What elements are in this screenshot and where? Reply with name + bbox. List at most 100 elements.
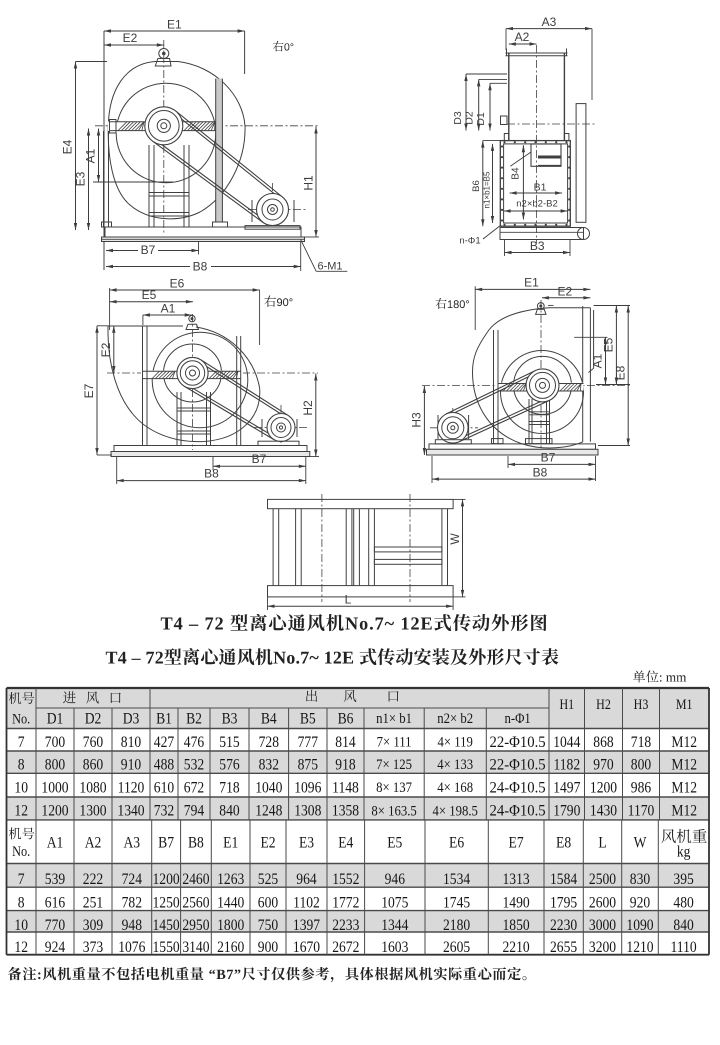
svg-text:E2: E2	[99, 342, 113, 357]
svg-text:E2: E2	[557, 284, 572, 298]
svg-text:576: 576	[219, 756, 239, 773]
svg-text:L: L	[598, 834, 606, 851]
svg-text:1170: 1170	[628, 803, 655, 820]
svg-text:E7: E7	[509, 834, 524, 851]
svg-text:D3: D3	[123, 710, 140, 727]
svg-text:7× 125: 7× 125	[376, 757, 412, 773]
svg-text:964: 964	[296, 871, 317, 888]
svg-text:24-Φ10.5: 24-Φ10.5	[490, 779, 546, 797]
svg-text:777: 777	[298, 734, 318, 751]
svg-text:910: 910	[121, 756, 141, 773]
svg-text:12: 12	[14, 939, 28, 956]
svg-text:1182: 1182	[553, 756, 580, 773]
svg-text:1584: 1584	[550, 871, 578, 888]
svg-text:1790: 1790	[553, 803, 580, 820]
svg-text:8: 8	[18, 756, 25, 773]
svg-text:1090: 1090	[626, 917, 653, 934]
svg-text:732: 732	[154, 803, 174, 820]
svg-text:1534: 1534	[443, 871, 471, 888]
svg-text:4× 198.5: 4× 198.5	[433, 803, 478, 819]
svg-text:700: 700	[45, 734, 65, 751]
svg-text:1120: 1120	[118, 779, 145, 796]
svg-text:W: W	[448, 533, 462, 545]
svg-text:532: 532	[184, 756, 204, 773]
svg-text:986: 986	[631, 779, 651, 796]
svg-text:900: 900	[258, 939, 278, 956]
svg-text:1248: 1248	[255, 803, 282, 820]
svg-text:840: 840	[673, 917, 693, 934]
svg-text:427: 427	[154, 734, 174, 751]
svg-text:610: 610	[154, 779, 174, 796]
svg-text:373: 373	[83, 939, 103, 956]
svg-text:B2: B2	[186, 710, 202, 727]
svg-text:B4: B4	[261, 710, 277, 727]
svg-text:4× 168: 4× 168	[437, 780, 473, 796]
svg-text:L: L	[345, 593, 352, 607]
svg-text:814: 814	[335, 734, 356, 751]
svg-text:D2: D2	[464, 111, 476, 125]
svg-text:A3: A3	[123, 834, 140, 851]
svg-text:M12: M12	[671, 734, 697, 751]
svg-text:1850: 1850	[503, 917, 530, 934]
svg-text:800: 800	[45, 756, 65, 773]
svg-text:918: 918	[335, 756, 355, 773]
svg-text:1263: 1263	[217, 871, 244, 888]
svg-text:1044: 1044	[553, 734, 581, 751]
svg-text:2655: 2655	[550, 939, 577, 956]
svg-text:A1: A1	[84, 148, 98, 163]
svg-text:H2: H2	[301, 400, 315, 416]
svg-text:920: 920	[630, 895, 650, 912]
svg-text:B7: B7	[141, 243, 156, 257]
svg-text:22-Φ10.5: 22-Φ10.5	[490, 733, 546, 751]
svg-text:395: 395	[673, 871, 693, 888]
svg-text:4× 119: 4× 119	[438, 735, 473, 751]
svg-text:488: 488	[154, 756, 174, 773]
svg-text:6-M1: 6-M1	[317, 261, 342, 273]
svg-text:B3: B3	[222, 710, 238, 727]
svg-text:2560: 2560	[182, 895, 209, 912]
svg-text:1200: 1200	[590, 779, 617, 796]
svg-text:924: 924	[45, 939, 66, 956]
svg-text:E3: E3	[74, 171, 88, 186]
svg-text:E5: E5	[387, 834, 402, 851]
svg-text:A2: A2	[85, 834, 102, 851]
svg-text:No.: No.	[12, 711, 30, 727]
svg-text:E4: E4	[61, 139, 75, 154]
svg-text:B1: B1	[534, 182, 547, 194]
svg-text:1800: 1800	[217, 917, 244, 934]
svg-text:E4: E4	[338, 834, 354, 851]
svg-text:E5: E5	[602, 337, 616, 352]
svg-text:22-Φ10.5: 22-Φ10.5	[490, 756, 546, 774]
svg-text:M12: M12	[671, 803, 697, 820]
svg-text:B8: B8	[204, 466, 219, 480]
svg-text:1200: 1200	[153, 871, 180, 888]
svg-text:8× 137: 8× 137	[376, 780, 412, 796]
svg-text:868: 868	[593, 734, 613, 751]
svg-text:724: 724	[122, 871, 143, 888]
svg-text:B8: B8	[193, 259, 208, 273]
svg-text:n2×b2-B2: n2×b2-B2	[516, 199, 557, 210]
svg-text:1200: 1200	[41, 803, 68, 820]
svg-text:480: 480	[673, 895, 693, 912]
svg-text:810: 810	[121, 734, 141, 751]
svg-text:10: 10	[14, 917, 28, 934]
svg-text:1000: 1000	[41, 779, 68, 796]
svg-text:1313: 1313	[503, 871, 530, 888]
svg-text:1250: 1250	[153, 895, 180, 912]
svg-text:B7: B7	[158, 834, 174, 851]
svg-text:1450: 1450	[153, 917, 180, 934]
svg-text:E6: E6	[449, 834, 464, 851]
svg-text:1745: 1745	[443, 895, 470, 912]
svg-text:1497: 1497	[553, 779, 580, 796]
svg-text:1300: 1300	[79, 803, 106, 820]
svg-text:1076: 1076	[118, 939, 145, 956]
svg-text:1040: 1040	[255, 779, 282, 796]
svg-text:860: 860	[83, 756, 103, 773]
svg-text:3000: 3000	[589, 917, 616, 934]
svg-text:A2: A2	[515, 30, 530, 44]
svg-text:2600: 2600	[589, 895, 616, 912]
svg-text:1080: 1080	[79, 779, 106, 796]
svg-text:718: 718	[219, 779, 239, 796]
svg-text:1795: 1795	[550, 895, 577, 912]
svg-text:2605: 2605	[443, 939, 470, 956]
